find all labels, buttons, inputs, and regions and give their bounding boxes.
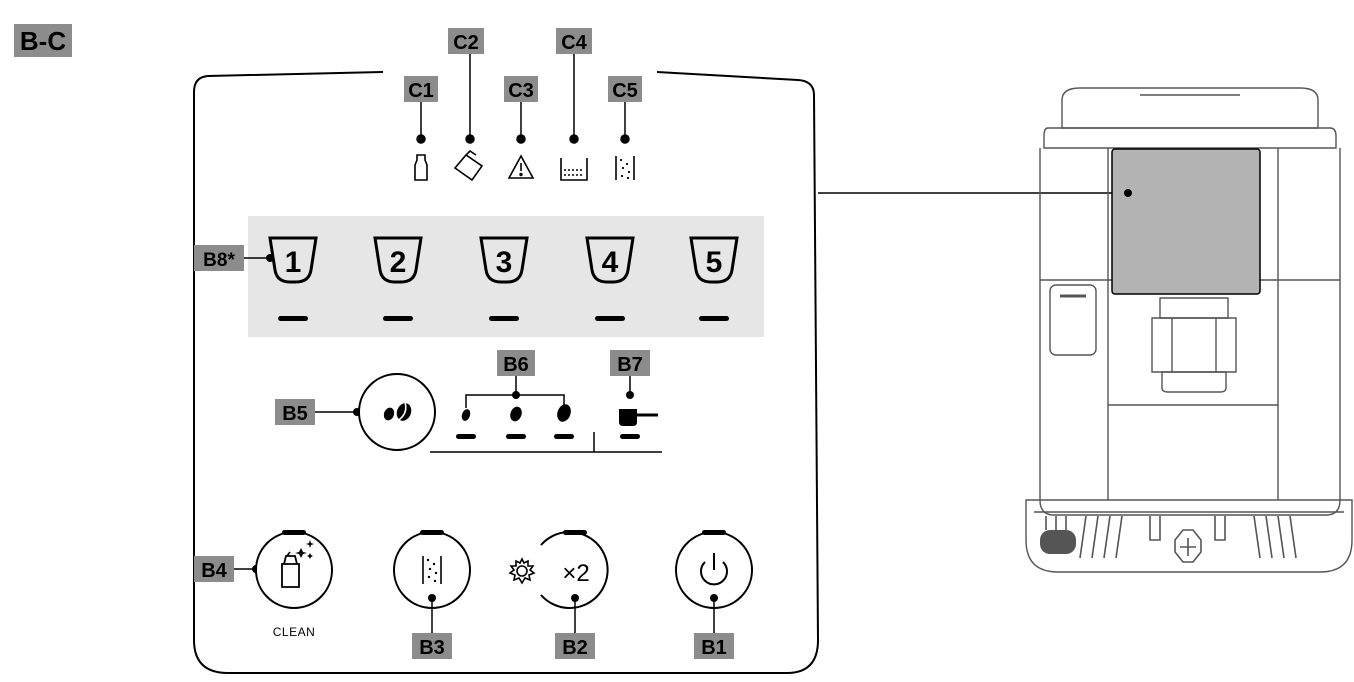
svg-text:B7: B7 <box>617 354 643 376</box>
bean-strength-1-icon <box>461 409 471 421</box>
strength-2-indicator <box>506 434 526 439</box>
cup-button-4[interactable]: 4 <box>585 236 635 284</box>
clean-button[interactable] <box>255 530 333 609</box>
milk-bottle-icon <box>414 154 428 181</box>
cup-number-5: 5 <box>706 246 723 279</box>
cup-1-indicator <box>278 316 308 321</box>
callout-b4: B4 <box>194 556 234 582</box>
callout-b5: B5 <box>275 399 315 425</box>
cup-button-3[interactable]: 3 <box>479 236 529 284</box>
bean-strength-2-icon <box>510 406 522 422</box>
cup-button-5[interactable]: 5 <box>689 236 739 284</box>
svg-text:B3: B3 <box>419 637 445 659</box>
figure-label-tag: B-C <box>14 24 72 57</box>
cup-3-indicator <box>489 316 519 321</box>
power-icon <box>700 553 728 586</box>
cup-2-indicator <box>383 316 413 321</box>
cup-number-4: 4 <box>602 246 619 279</box>
cup-4-indicator <box>595 316 625 321</box>
coffee-machine-illustration <box>1025 87 1353 573</box>
svg-text:C2: C2 <box>453 32 479 54</box>
connector-dot <box>1124 189 1132 197</box>
callout-b7: B7 <box>610 350 650 376</box>
callout-b2: B2 <box>555 633 595 659</box>
svg-text:C3: C3 <box>508 80 534 102</box>
callout-c4: C4 <box>556 28 592 54</box>
cup-number-1: 1 <box>285 246 302 279</box>
control-panel-outline <box>193 71 820 674</box>
cup-number-3: 3 <box>496 246 513 279</box>
bean-strength-3-icon <box>557 404 571 422</box>
pre-ground-coffee-icon <box>422 556 442 584</box>
c-leader-lines <box>416 54 630 144</box>
double-cup-button[interactable]: ×2 <box>540 530 609 609</box>
cup-button-1[interactable]: 1 <box>268 236 318 284</box>
callout-c2: C2 <box>448 28 484 54</box>
cleaning-icon <box>281 540 314 588</box>
figure-label: B-C <box>20 26 66 56</box>
callout-b1: B1 <box>694 633 734 659</box>
callout-b6: B6 <box>497 350 535 376</box>
callout-c5: C5 <box>608 76 642 102</box>
svg-text:B5: B5 <box>282 403 308 425</box>
machine-control-panel-area <box>1111 148 1261 295</box>
coffee-beans-icon <box>383 402 412 421</box>
svg-text:C4: C4 <box>561 32 587 54</box>
settings-gear-icon <box>508 557 536 585</box>
strength-3-indicator <box>554 434 574 439</box>
svg-text:B4: B4 <box>201 560 227 582</box>
cup-number-2: 2 <box>390 246 407 279</box>
x2-label: ×2 <box>562 560 589 587</box>
svg-text:B1: B1 <box>701 637 727 659</box>
strength-1-indicator <box>456 434 476 439</box>
water-tank-icon <box>560 158 588 181</box>
svg-text:B6: B6 <box>503 354 529 376</box>
callout-c1: C1 <box>404 76 438 102</box>
svg-text:B8*: B8* <box>203 250 235 271</box>
hot-water-icon <box>619 409 658 426</box>
clean-label: CLEAN <box>273 625 316 639</box>
callout-c3: C3 <box>504 76 538 102</box>
cup-button-2[interactable]: 2 <box>373 236 423 284</box>
warning-icon <box>507 154 535 179</box>
svg-text:B2: B2 <box>562 637 588 659</box>
callout-b3: B3 <box>412 633 452 659</box>
aroma-button[interactable] <box>358 373 436 451</box>
cup-5-indicator <box>699 316 729 321</box>
power-button[interactable] <box>675 530 753 609</box>
svg-text:C5: C5 <box>612 80 638 102</box>
strength-baseline <box>430 432 662 453</box>
hot-water-indicator <box>620 434 640 439</box>
callout-b8: B8* <box>194 245 244 271</box>
ground-coffee-icon <box>615 156 635 180</box>
descale-icon <box>453 149 484 182</box>
svg-text:C1: C1 <box>408 80 434 102</box>
